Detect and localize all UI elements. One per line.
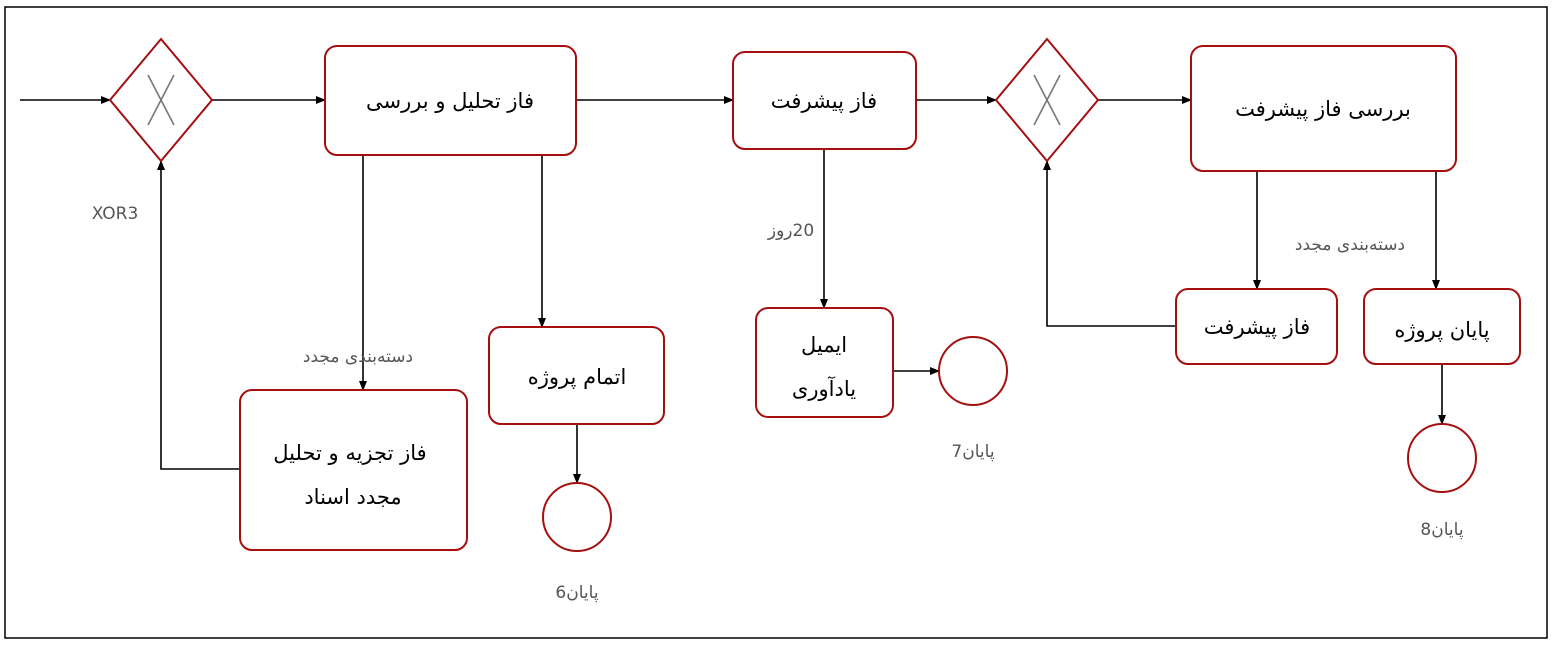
task-complete-project[interactable]: اتمام پروژه — [488, 326, 665, 425]
edge-progress2-to-gateway2[interactable] — [1043, 160, 1176, 327]
edge-label-20-days: 20روز — [767, 221, 814, 241]
task-email-reminder-line2: یادآوری — [792, 376, 856, 401]
task-reanalysis-line1: فاز تجزیه و تحلیل — [273, 441, 426, 465]
task-email-reminder-line1: ایمیل — [801, 333, 847, 357]
task-progress-2-label: فاز پیشرفت — [1204, 315, 1310, 339]
task-progress-label: فاز پیشرفت — [771, 89, 877, 113]
task-review-progress[interactable]: بررسی فاز پیشرفت — [1190, 45, 1457, 172]
end-event-8[interactable] — [1407, 423, 1477, 493]
gateway-xor3[interactable] — [108, 37, 214, 163]
gateway-xor3-label: XOR3 — [92, 204, 139, 224]
end-event-7-label: پایان7 — [951, 442, 994, 462]
task-email-reminder[interactable]: ایمیل یادآوری — [755, 307, 894, 418]
task-progress[interactable]: فاز پیشرفت — [732, 51, 917, 150]
end-event-7[interactable] — [938, 336, 1008, 406]
edge-reanalysis-to-xor3[interactable] — [157, 160, 240, 470]
end-event-6-label: پایان6 — [555, 583, 598, 603]
end-event-8-label: پایان8 — [1420, 520, 1463, 540]
task-end-project[interactable]: پایان پروژه — [1363, 288, 1521, 365]
diagram-frame — [4, 6, 1548, 639]
gateway-2[interactable] — [994, 37, 1100, 163]
edge-label-recategorize-2: دسته‌بندی مجدد — [1295, 235, 1405, 255]
task-analysis[interactable]: فاز تحلیل و بررسی — [324, 45, 577, 156]
task-end-project-label: پایان پروژه — [1394, 318, 1489, 342]
end-event-6[interactable] — [542, 482, 612, 552]
edges — [20, 96, 1446, 484]
task-reanalysis[interactable]: فاز تجزیه و تحلیل مجدد اسناد — [239, 389, 468, 551]
task-complete-project-label: اتمام پروژه — [528, 365, 627, 389]
task-analysis-label: فاز تحلیل و بررسی — [366, 89, 534, 113]
task-reanalysis-line2: مجدد اسناد — [304, 485, 401, 509]
task-progress-2[interactable]: فاز پیشرفت — [1175, 288, 1338, 365]
edge-label-recategorize-1: دسته‌بندی مجدد — [303, 347, 413, 367]
task-review-progress-label: بررسی فاز پیشرفت — [1235, 97, 1411, 121]
